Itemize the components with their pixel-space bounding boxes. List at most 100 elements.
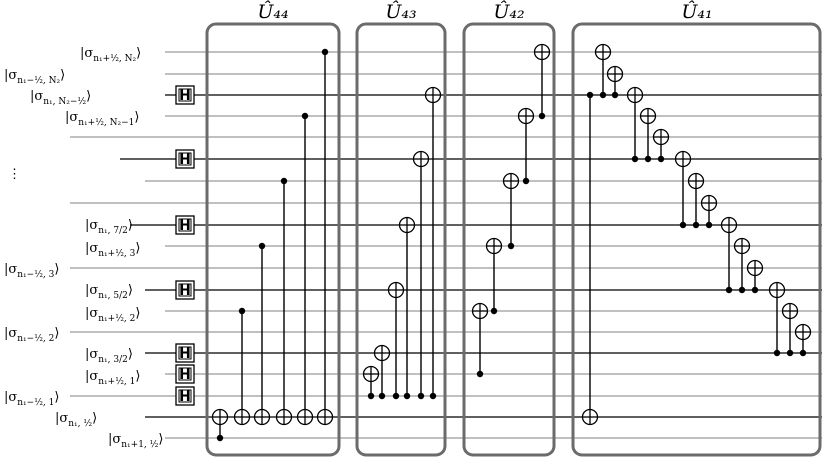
cnot-gate [781,302,799,357]
vertical-ellipsis: ⋮ [8,167,21,182]
block-label-2: Û₄₃ [385,0,416,23]
control-dot [751,286,759,294]
cnot-gate [275,177,293,426]
cnot-gate [687,172,705,229]
control-dot [773,349,781,357]
control-dot [378,392,386,400]
wire-label-7: |σn₁, 5/2⟩ [85,283,133,301]
cnot-gate [733,237,751,294]
hadamard-gate: H [175,215,195,235]
hadamard-gate: H [175,149,195,169]
hadamard-label: H [179,389,191,405]
unitary-block-1 [205,22,341,457]
control-dot [705,221,713,229]
wire-labels: |σn₁+½, N₂⟩ |σn₁−½, N₂⟩ |σn₁, N₂−½⟩ |σn₁+½,… [4,46,163,450]
control-dot [403,392,411,400]
control-dot [679,221,687,229]
control-dot [644,155,652,163]
cnot-gate [533,43,551,120]
cnot-gate [373,344,391,400]
wire-label-3: |σn₁+½, N₂−1⟩ [65,110,139,128]
control-dot [258,242,266,250]
hadamard-box [175,280,195,300]
cnot-gate [674,150,692,229]
cnot-gate [412,150,430,400]
hadamard-label: H [179,346,191,362]
wire-label-4: |σn₁, 7/2⟩ [85,218,133,236]
wire-label-8: |σn₁+½, 2⟩ [85,306,140,324]
hadamard-gate: H [175,343,195,363]
hadamard-label: H [179,88,191,104]
wire-label-0: |σn₁+½, N₂⟩ [80,46,141,64]
cnot-gate [485,237,503,315]
wire-label-13: |σn₁, ½⟩ [55,411,97,429]
wire-label-1: |σn₁−½, N₂⟩ [4,68,65,86]
control-dot [476,370,484,378]
hadamard-box [175,386,195,406]
unitary-block-4 [571,22,822,457]
control-dot [321,48,329,56]
cnot-gate [700,194,718,229]
control-dot [599,91,607,99]
hadamard-box-inner [178,283,192,297]
hadamard-gate: H [175,364,195,384]
hadamard-box-inner [178,367,192,381]
control-dot [417,392,425,400]
cnot-gate [211,408,229,442]
wire-label-12: |σn₁−½, 1⟩ [4,390,59,408]
wire-label-11: |σn₁+½, 1⟩ [85,369,140,387]
hadamard-box-inner [178,346,192,360]
hadamard-box [175,343,195,363]
hadamard-gate: H [175,386,195,406]
hadamard-label: H [179,218,191,234]
cnot-gate [424,86,442,400]
control-dot [611,91,619,99]
cnot-gate [296,112,314,426]
hadamard-label: H [179,367,191,383]
cnot-gate [652,128,670,163]
hadamard-gate: H [175,85,195,105]
control-dot [367,392,375,400]
hadamard-box-inner [178,152,192,166]
control-dot [538,112,546,120]
cnot-gate [746,259,764,294]
hadamard-box [175,149,195,169]
control-dot [692,221,700,229]
wire-label-10: |σn₁, 3/2⟩ [85,347,133,365]
control-dot [786,349,794,357]
cnot-gate [233,307,251,426]
hadamard-box [175,85,195,105]
control-dot [725,286,733,294]
control-dot [657,155,665,163]
control-dot [429,392,437,400]
wire-label-6: |σn₁−½, 3⟩ [4,262,59,280]
wire-label-2: |σn₁, N₂−½⟩ [30,89,91,107]
control-dot [216,434,224,442]
hadamard-box-inner [178,88,192,102]
unitary-block-3 [462,22,556,457]
hadamard-label: H [179,152,191,168]
hadamard-box-inner [178,218,192,232]
control-dot [799,349,807,357]
block-label-1: Û₄₄ [257,0,288,23]
cnot-gate [606,65,624,99]
hadamard-gate: H [175,280,195,300]
control-dot [507,242,515,250]
control-dot [301,112,309,120]
control-dot [280,177,288,185]
block-label-3: Û₄₂ [493,0,524,23]
wire-label-5: |σn₁+½, 3⟩ [85,241,140,259]
unitary-blocks [205,22,822,457]
cnot-gate [362,365,380,400]
cnot-gate [517,107,535,185]
wire-label-9: |σn₁−½, 2⟩ [4,326,59,344]
cnot-gate [387,281,405,400]
cnot-gate [768,281,786,357]
cnot-gate [316,48,334,426]
cnot-gate [794,323,812,357]
cnot-gate [398,216,416,400]
cnot-gate [720,216,738,294]
